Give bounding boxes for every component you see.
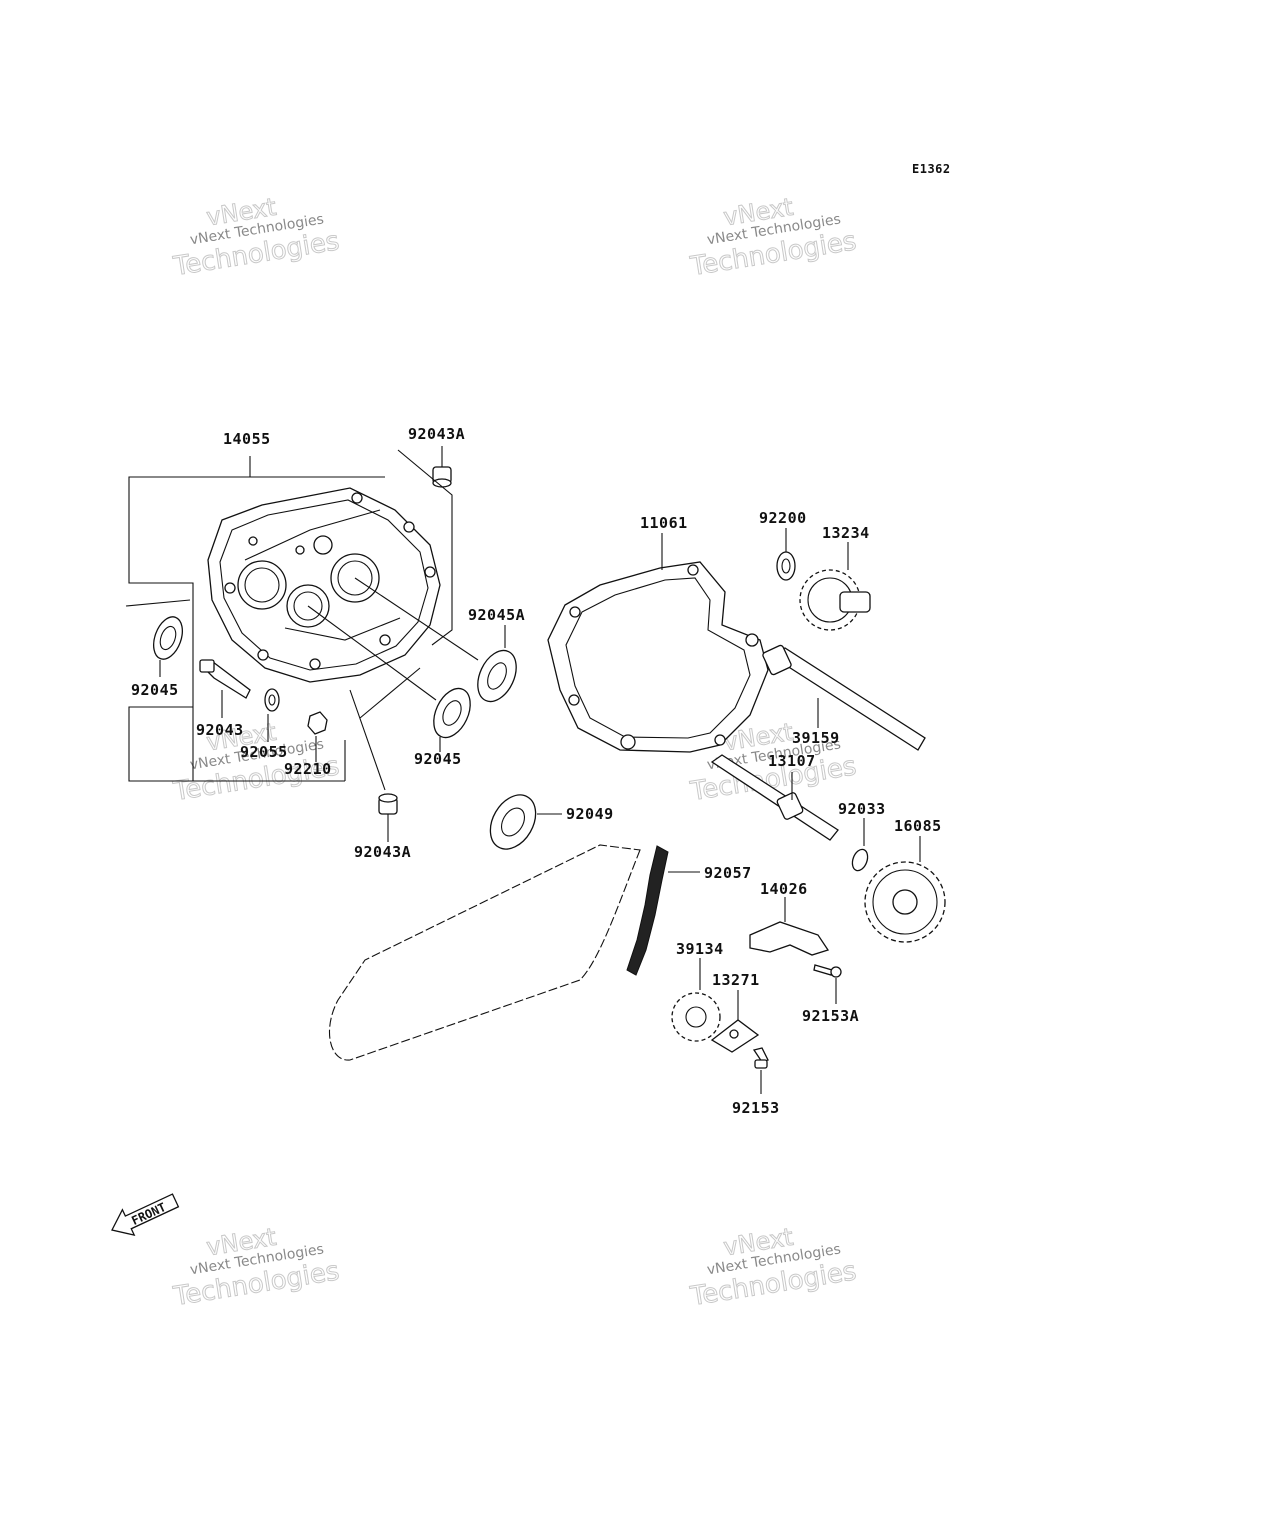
part-label-92153A: 92153A — [802, 1007, 859, 1025]
bolt-92153A — [813, 964, 842, 1004]
washer-92055 — [264, 688, 280, 742]
front-label: FRONT — [129, 1200, 168, 1228]
plate-13271 — [710, 990, 760, 1053]
part-label-92043A-top: 92043A — [408, 425, 465, 443]
part-label-92055: 92055 — [240, 743, 288, 761]
part-label-39134: 39134 — [676, 940, 724, 958]
bearing-92045A — [354, 577, 517, 703]
gasket-11061 — [547, 533, 769, 753]
drive-chain-92057 — [329, 844, 700, 1061]
part-label-14026: 14026 — [760, 880, 808, 898]
part-label-13107: 13107 — [768, 752, 816, 770]
part-label-92210: 92210 — [284, 760, 332, 778]
part-label-39159: 39159 — [792, 729, 840, 747]
bolt-92043 — [199, 659, 251, 718]
part-label-92045-mid: 92045 — [414, 750, 462, 768]
sprocket-39134 — [671, 958, 721, 1042]
watermark-top-left: vNext vNext Technologies Technologies — [170, 192, 342, 282]
gear-16085 — [864, 836, 946, 943]
washer-92200 — [776, 528, 796, 581]
watermark-bottom-left: vNext vNext Technologies Technologies — [170, 1222, 342, 1312]
chain-guide-14026 — [749, 897, 830, 956]
watermark-top-right: vNext vNext Technologies Technologies — [687, 192, 859, 282]
part-label-16085: 16085 — [894, 817, 942, 835]
bolt-92153 — [752, 1047, 769, 1094]
dowel-pin-92043A-bottom — [349, 689, 398, 842]
crankcase-cover-14055 — [207, 487, 441, 683]
oil-seal-92049 — [489, 794, 562, 850]
part-label-92045-left: 92045 — [131, 681, 179, 699]
part-label-92057: 92057 — [704, 864, 752, 882]
shaft-13107 — [710, 754, 839, 841]
part-label-92153: 92153 — [732, 1099, 780, 1117]
part-label-13234: 13234 — [822, 524, 870, 542]
part-labels: 14055 92043A 11061 92200 13234 92045A 92… — [131, 425, 942, 1117]
watermark-mid-left: vNext vNext Technologies Technologies — [170, 717, 342, 807]
part-label-92043: 92043 — [196, 721, 244, 739]
part-label-92049: 92049 — [566, 805, 614, 823]
part-label-14055: 14055 — [223, 430, 271, 448]
part-label-92043A-bottom: 92043A — [354, 843, 411, 861]
watermark-bottom-right: vNext vNext Technologies Technologies — [687, 1222, 859, 1312]
dowel-pin-92043A-top — [397, 446, 453, 646]
part-label-92200: 92200 — [759, 509, 807, 527]
part-label-13271: 13271 — [712, 971, 760, 989]
bearing-92045-mid — [307, 605, 471, 752]
shaft-39159 — [762, 644, 926, 751]
circlip-92033 — [851, 818, 869, 872]
part-label-92045A: 92045A — [468, 606, 525, 624]
nut-92210 — [307, 711, 328, 762]
diagram-code: E1362 — [912, 162, 951, 176]
part-label-11061: 11061 — [640, 514, 688, 532]
part-label-92033: 92033 — [838, 800, 886, 818]
front-direction-arrow: FRONT — [111, 1193, 180, 1237]
gear-13234 — [799, 542, 871, 631]
case-group-bracket — [128, 456, 385, 782]
bearing-92045-left — [125, 599, 191, 677]
